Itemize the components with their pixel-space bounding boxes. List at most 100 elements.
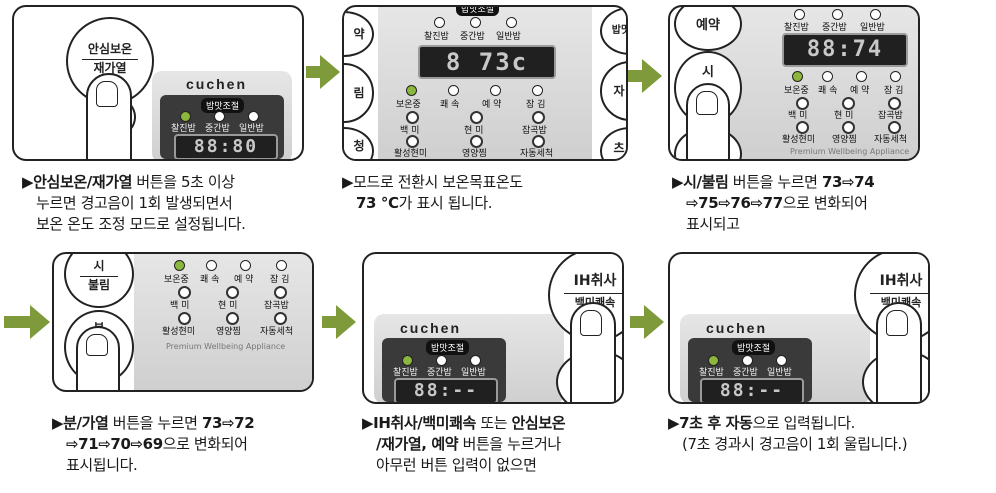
fingernail-icon	[96, 81, 118, 107]
caption-step4: ▶분/가열 버튼을 누르면 73⇨72 ⇨71⇨70⇨69으로 변화되어 표시됩…	[52, 414, 255, 474]
led-label-sticky: 찰진밥	[699, 368, 724, 378]
led-medium	[470, 17, 481, 28]
btn-brown-rice	[226, 286, 239, 299]
led-sticky	[794, 9, 805, 20]
led-label-medium: 중간밥	[427, 368, 452, 378]
btn-activated	[406, 135, 419, 148]
led-regular	[506, 17, 517, 28]
step2-panel: 약 림 청 밥맛 자 츠 밥맛조절 찰진밥 중간밥 일반밥 8 73c 보온중 …	[342, 5, 628, 161]
brand-logo: cuchen	[706, 320, 768, 336]
led-keepwarm	[792, 71, 803, 82]
label-white-rice: 백 미	[788, 111, 808, 121]
reserve-button: 예약	[674, 7, 742, 51]
btn-autoclean	[274, 312, 287, 325]
lcd-display: 8 73c	[418, 45, 556, 79]
label-autoclean: 자동세척	[874, 135, 908, 145]
label-grain-rice: 잡곡밥	[878, 111, 903, 121]
btn-white-rice	[406, 111, 419, 124]
label-reserve: 예 약	[850, 86, 870, 96]
left-edge-button-1: 약	[344, 11, 374, 57]
label-brown-rice: 현 미	[834, 111, 854, 121]
led-sticky	[402, 355, 413, 366]
led-lock	[276, 260, 287, 271]
lcd-display: 88:--	[700, 378, 804, 402]
label-autoclean: 자동세척	[520, 149, 554, 159]
label-steam: 영양찜	[216, 327, 241, 337]
label-activated: 활성현미	[782, 135, 816, 145]
fingernail-icon	[86, 334, 108, 356]
btn-brown-rice	[842, 97, 855, 110]
btn-grain-rice	[532, 111, 545, 124]
led-label-medium: 중간밥	[460, 32, 485, 42]
led-medium	[742, 355, 753, 366]
label-quick: 쾌 속	[440, 100, 460, 110]
led-label-regular: 일반밥	[239, 124, 264, 134]
btn-grain-rice	[274, 286, 287, 299]
led-keepwarm	[406, 85, 417, 96]
btn-autoclean	[532, 135, 545, 148]
led-label-medium: 중간밥	[822, 23, 847, 33]
taste-pill: 밥맛조절	[732, 340, 776, 355]
step5-panel: cuchen 밥맛조절 찰진밥 중간밥 일반밥 88:-- IH취사 백미쾌속	[362, 252, 624, 404]
led-sticky	[180, 111, 191, 122]
step3-panel: 예약 시 찰진밥 중간밥 일반밥 88:74 보온중 쾌 속 예 약 잠 김 백…	[668, 5, 920, 161]
left-edge-button-2: 림	[344, 63, 374, 123]
label-reserve: 예 약	[482, 100, 502, 110]
led-label-regular: 일반밥	[496, 32, 521, 42]
led-regular	[776, 355, 787, 366]
btn-steam	[226, 312, 239, 325]
led-sticky	[434, 17, 445, 28]
label-quick: 쾌 속	[818, 86, 838, 96]
taste-pill: 밥맛조절	[426, 340, 470, 355]
label-brown-rice: 현 미	[218, 301, 238, 311]
btn-autoclean	[888, 121, 901, 134]
led-label-sticky: 찰진밥	[393, 368, 418, 378]
led-medium	[436, 355, 447, 366]
btn-white-rice	[178, 286, 191, 299]
fingernail-icon	[886, 310, 908, 336]
led-keepwarm	[174, 260, 185, 271]
right-edge-button-1: 밥맛	[600, 7, 626, 55]
brand-logo: cuchen	[186, 76, 248, 92]
led-label-sticky: 찰진밥	[171, 124, 196, 134]
label-white-rice: 백 미	[400, 126, 420, 136]
label-activated: 활성현미	[162, 327, 196, 337]
led-regular	[870, 9, 881, 20]
label-grain-rice: 잡곡밥	[264, 301, 289, 311]
label-keepwarm: 보온중	[164, 275, 189, 285]
led-quick	[822, 71, 833, 82]
label-white-rice: 백 미	[170, 301, 190, 311]
hour-soak-button: 시 불림	[64, 254, 134, 308]
led-label-regular: 일반밥	[767, 368, 792, 378]
label-brown-rice: 현 미	[464, 126, 484, 136]
premium-label: Premium Wellbeing Appliance	[790, 147, 910, 156]
caption-step1: ▶안심보온/재가열 버튼을 5초 이상 누르면 경고음이 1회 발생되면서 보온…	[22, 173, 246, 233]
led-medium	[214, 111, 225, 122]
label-steam: 영양찜	[462, 149, 487, 159]
right-edge-button-2: 자	[600, 61, 626, 121]
btn-brown-rice	[470, 111, 483, 124]
led-label-sticky: 찰진밥	[784, 23, 809, 33]
step1-panel: 안심보온 재가열 cuchen 밥맛조절 찰진밥 중간밥 일반밥 88:80	[12, 5, 304, 161]
led-reserve	[490, 85, 501, 96]
led-label-regular: 일반밥	[860, 23, 885, 33]
btn-grain-rice	[888, 97, 901, 110]
led-label-medium: 중간밥	[205, 124, 230, 134]
step6-panel: cuchen 밥맛조절 찰진밥 중간밥 일반밥 88:-- IH취사 백미쾌속	[668, 252, 930, 404]
led-quick	[448, 85, 459, 96]
led-label-regular: 일반밥	[461, 368, 486, 378]
label-steam: 영양찜	[832, 135, 857, 145]
label-grain-rice: 잡곡밥	[522, 126, 547, 136]
caption-step5: ▶IH취사/백미쾌속 또는 안심보온 /재가열, 예약 버튼을 누르거나 아무런…	[362, 414, 566, 474]
led-reserve	[856, 71, 867, 82]
label-reserve: 예 약	[234, 275, 254, 285]
anshim-label: 안심보온	[87, 42, 133, 56]
caption-step6: ▶7초 후 자동으로 입력됩니다. (7초 경과시 경고음이 1회 울립니다.)	[668, 414, 908, 453]
label-keepwarm: 보온중	[396, 100, 421, 110]
device-face	[378, 7, 592, 159]
caption-step3: ▶시/불림 버튼을 누르면 73⇨74 ⇨75⇨76⇨77으로 변화되어 표시되…	[672, 173, 875, 233]
brand-logo: cuchen	[400, 320, 462, 336]
led-sticky	[708, 355, 719, 366]
reheat-label: 재가열	[82, 59, 138, 76]
label-activated: 활성현미	[394, 149, 428, 159]
